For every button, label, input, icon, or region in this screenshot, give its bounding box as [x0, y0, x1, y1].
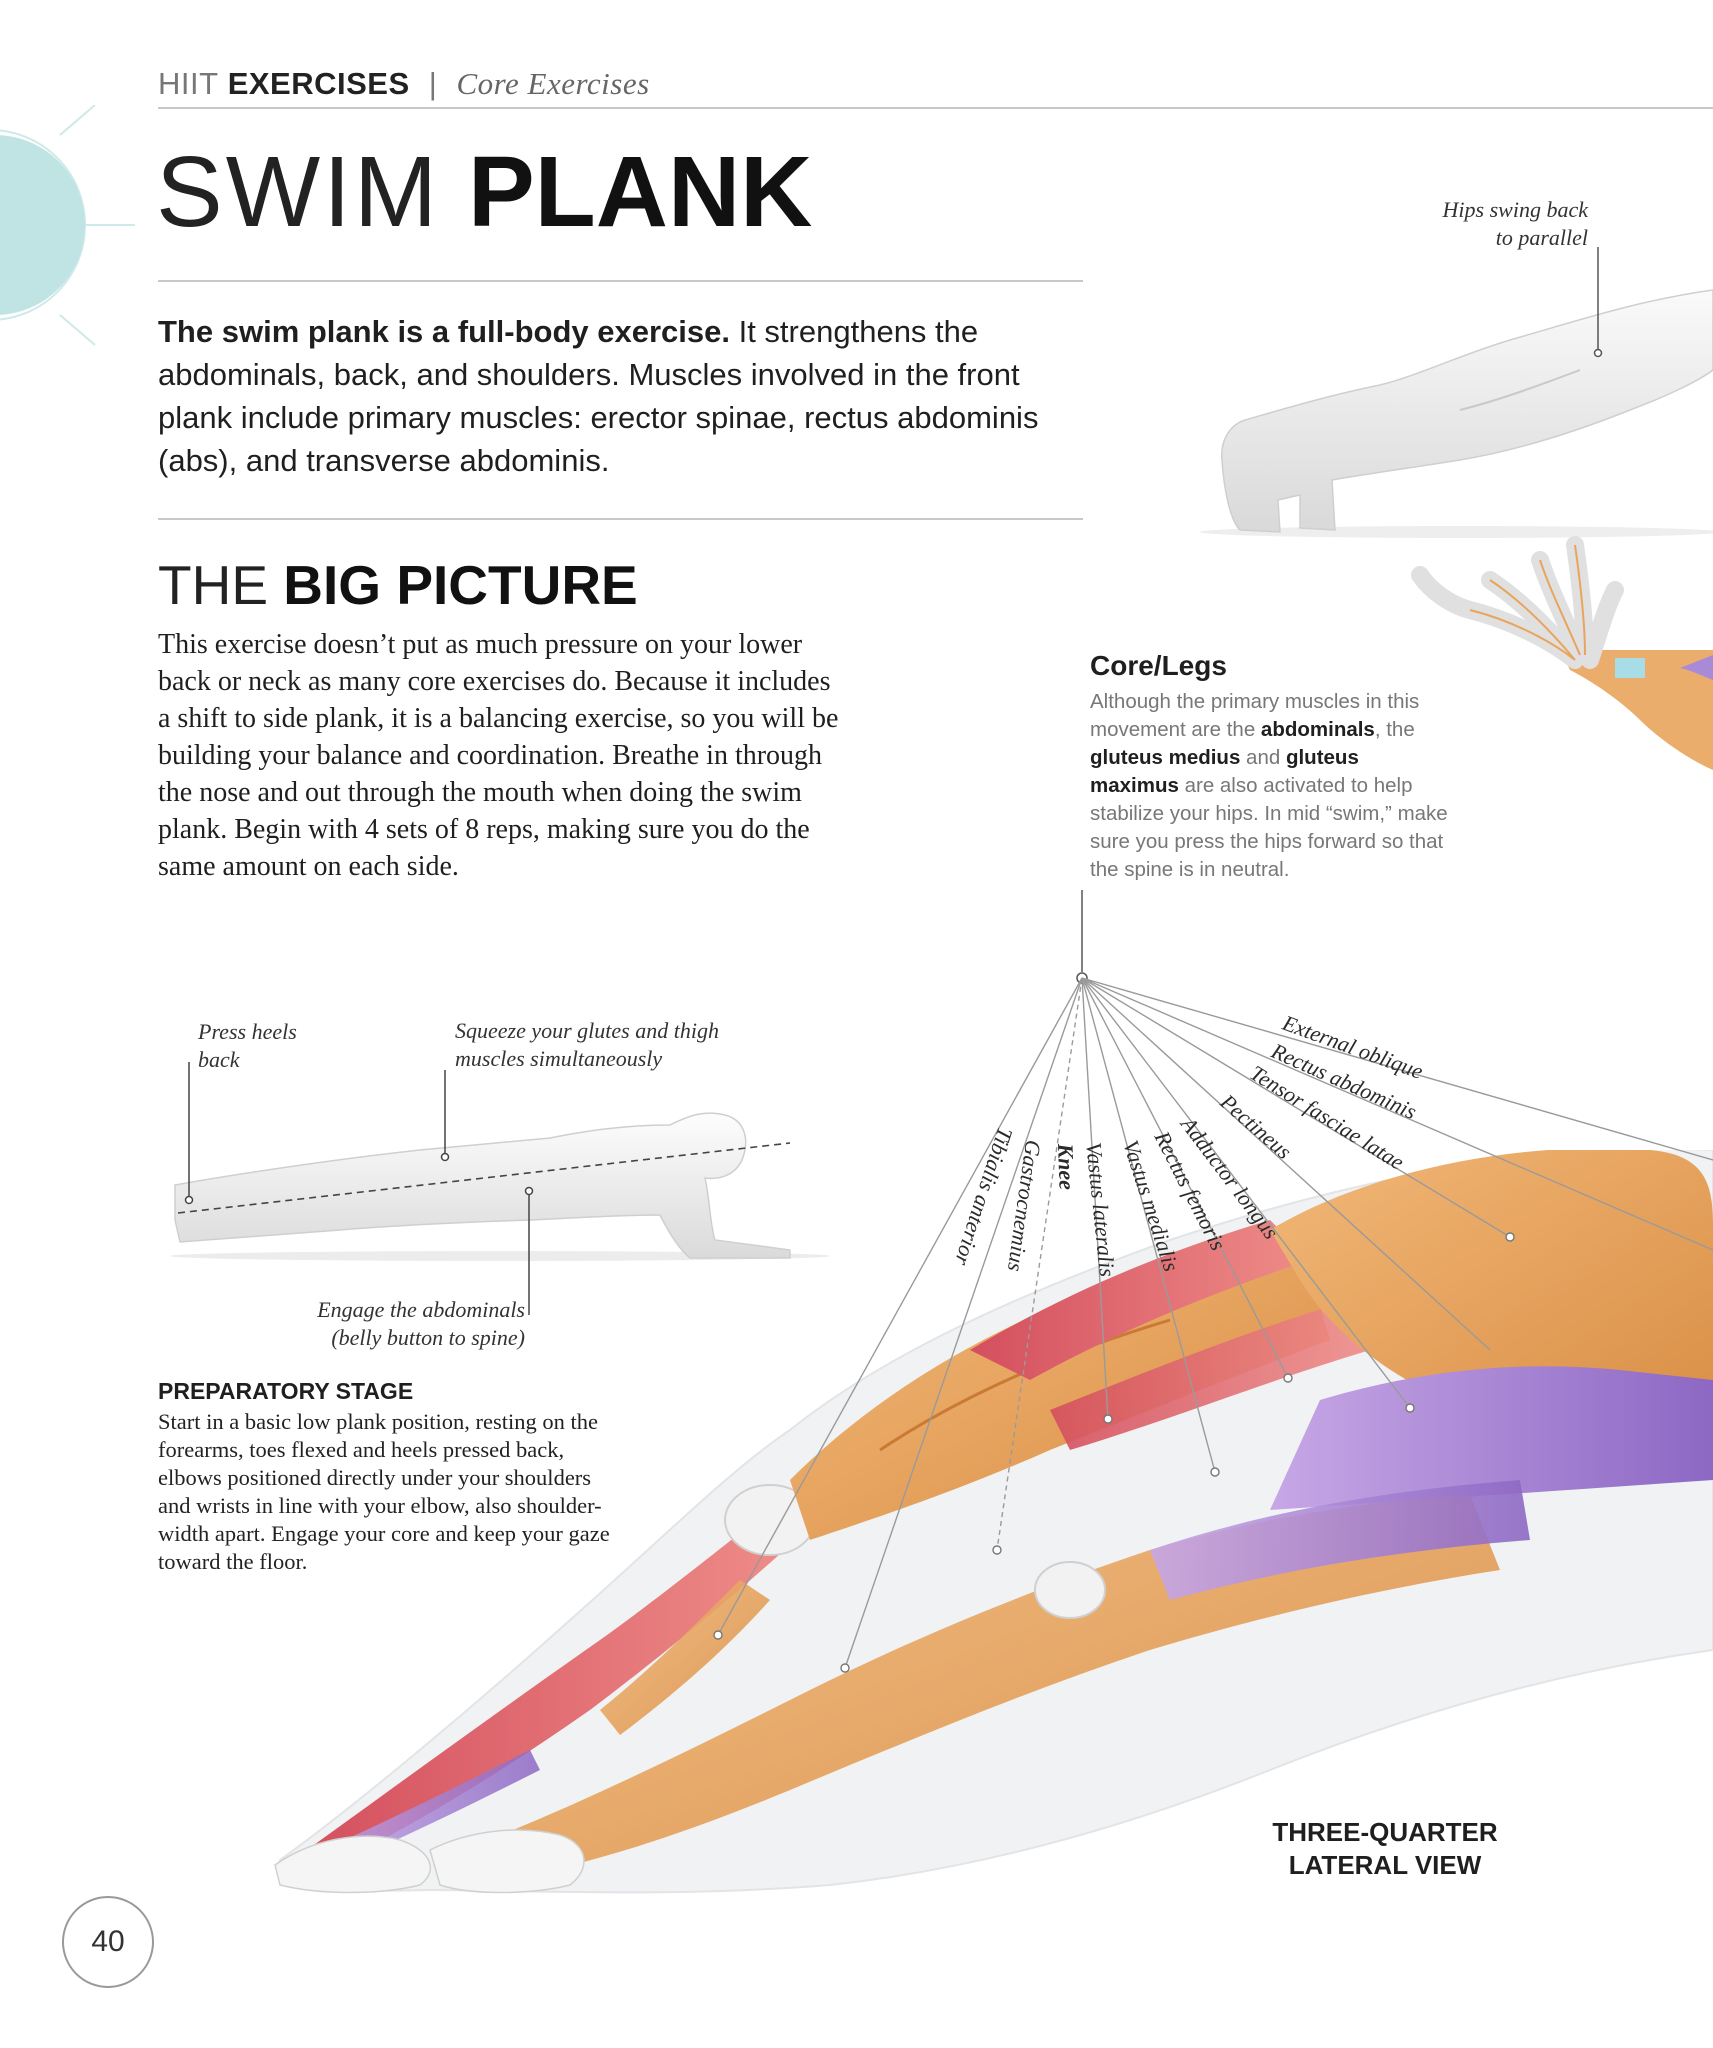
title-rule	[158, 280, 1083, 282]
preparatory-text: Start in a basic low plank position, res…	[158, 1409, 610, 1574]
engage-line1: Engage the abdominals	[317, 1297, 525, 1322]
hips-swing-caption: Hips swing back to parallel	[1398, 196, 1588, 252]
top-plank-figure-illustration	[1200, 289, 1713, 538]
header-separator: |	[428, 66, 438, 101]
view-label-line2: LATERAL VIEW	[1288, 1850, 1482, 1880]
hips-swing-line1: Hips swing back	[1442, 197, 1588, 222]
muscle-label-knee: Knee	[1053, 1143, 1080, 1191]
page-number: 40	[62, 1896, 154, 1988]
hips-swing-leader-line	[1593, 247, 1603, 358]
running-header: HIIT EXERCISES | Core Exercises	[158, 66, 650, 102]
core-legs-p4: are also activated to help stabilize you…	[1090, 774, 1448, 881]
engage-abdominals-caption: Engage the abdominals (belly button to s…	[290, 1296, 525, 1352]
title-bold: PLANK	[467, 136, 813, 248]
hips-swing-line2: to parallel	[1495, 225, 1588, 250]
core-legs-p2: , the	[1374, 718, 1415, 741]
hand-anatomy-illustration	[1411, 536, 1713, 770]
decorative-circle-emblem	[0, 105, 135, 346]
header-subsection: Core Exercises	[456, 66, 650, 101]
title-light: SWIM	[156, 136, 441, 248]
core-legs-text: Although the primary muscles in this mov…	[1090, 688, 1450, 884]
header-rule	[158, 107, 1713, 109]
core-legs-b3: gluteus maximus	[1090, 746, 1359, 797]
intro-lead: The swim plank is a full-body exercise.	[158, 314, 730, 349]
core-legs-b1: abdominals	[1260, 718, 1375, 741]
big-picture-heading: THE BIG PICTURE	[158, 558, 638, 613]
preparatory-heading: PREPARATORY STAGE	[158, 1378, 414, 1404]
big-picture-heading-bold: BIG PICTURE	[283, 554, 638, 616]
small-plank-figure-illustration	[170, 1112, 830, 1261]
squeeze-caption: Squeeze your glutes and thigh muscles si…	[455, 1018, 719, 1071]
intro-rest: It strengthens the abdominals, back, and…	[158, 314, 1039, 478]
intro-rule	[158, 518, 1083, 520]
core-legs-heading: Core/Legs	[1090, 650, 1227, 681]
engage-line2: (belly button to spine)	[331, 1325, 525, 1350]
view-label-line1: THREE-QUARTER	[1272, 1817, 1498, 1847]
big-picture-text: This exercise doesn’t put as much pressu…	[158, 629, 839, 882]
intro-paragraph: The swim plank is a full-body exercise. …	[158, 310, 1088, 482]
page-title: SWIM PLANK	[156, 142, 812, 242]
big-picture-heading-light: THE	[158, 554, 268, 616]
header-section-bold: EXERCISES	[227, 66, 410, 101]
press-heels-caption: Press heels back	[198, 1019, 297, 1072]
small-figure-leader-lines	[184, 1062, 534, 1315]
view-label: THREE-QUARTER LATERAL VIEW	[1230, 1816, 1540, 1882]
core-legs-p1: Although the primary muscles in this mov…	[1090, 690, 1420, 741]
header-section-light: HIIT	[158, 66, 219, 101]
core-legs-p3: and	[1240, 746, 1286, 769]
core-legs-b2: gluteus medius	[1090, 746, 1241, 769]
page-number-text: 40	[91, 1925, 125, 1958]
